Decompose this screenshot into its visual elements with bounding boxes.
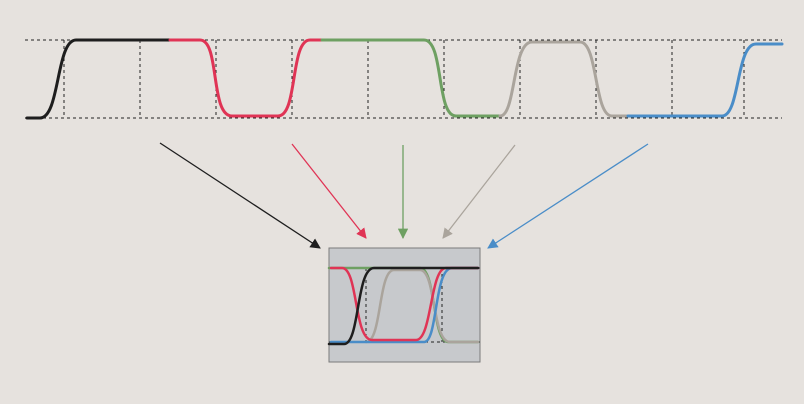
eye-diagram-box bbox=[328, 247, 481, 363]
eye-trace-red bbox=[329, 266, 480, 342]
eye-traces bbox=[327, 266, 480, 346]
eye-trace-black bbox=[327, 266, 480, 346]
waveform-segment-taupe bbox=[498, 40, 630, 118]
waveform bbox=[25, 38, 784, 120]
waveform-segment-black bbox=[25, 38, 172, 120]
eye-trace-taupe bbox=[364, 268, 480, 344]
arrow-red bbox=[291, 143, 367, 239]
arrow-blue bbox=[487, 143, 649, 249]
waveform-segment-blue bbox=[626, 42, 784, 118]
waveform-grid bbox=[25, 39, 782, 119]
arrow-black bbox=[159, 142, 321, 249]
eye-diagram bbox=[327, 247, 481, 363]
waveform-segment-green bbox=[320, 38, 502, 118]
waveform-segment-red bbox=[168, 38, 324, 118]
arrows bbox=[159, 142, 649, 249]
arrow-taupe bbox=[442, 144, 516, 239]
